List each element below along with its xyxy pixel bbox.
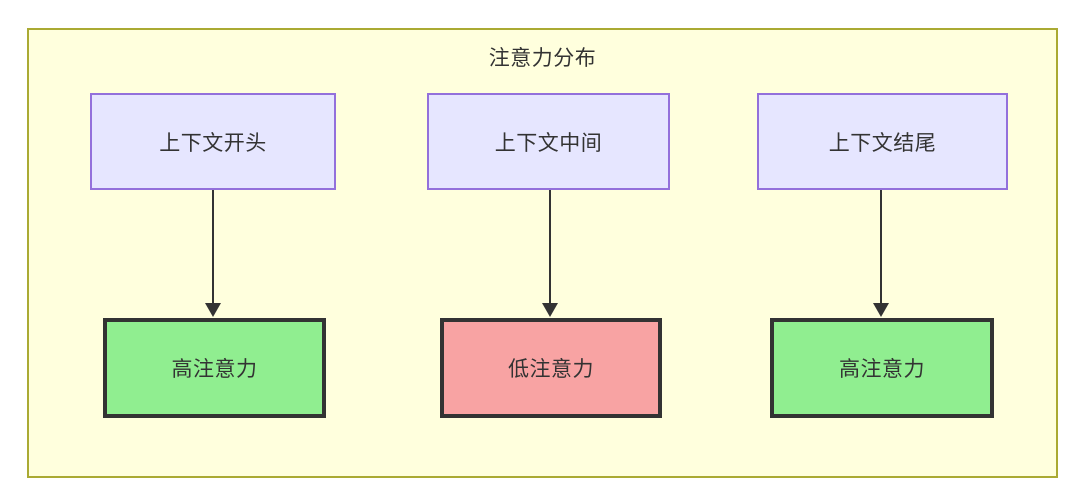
arrowhead-down-icon — [205, 303, 221, 317]
node-high-attention-start[interactable]: 高注意力 — [103, 318, 326, 418]
node-high-attention-end[interactable]: 高注意力 — [770, 318, 994, 418]
subgraph-title: 注意力分布 — [488, 46, 597, 70]
arrowhead-down-icon — [542, 303, 558, 317]
node-low-attention-middle[interactable]: 低注意力 — [440, 318, 662, 418]
node-context-end[interactable]: 上下文结尾 — [757, 93, 1008, 190]
node-context-start[interactable]: 上下文开头 — [90, 93, 336, 190]
node-context-middle[interactable]: 上下文中间 — [427, 93, 670, 190]
arrowhead-down-icon — [873, 303, 889, 317]
